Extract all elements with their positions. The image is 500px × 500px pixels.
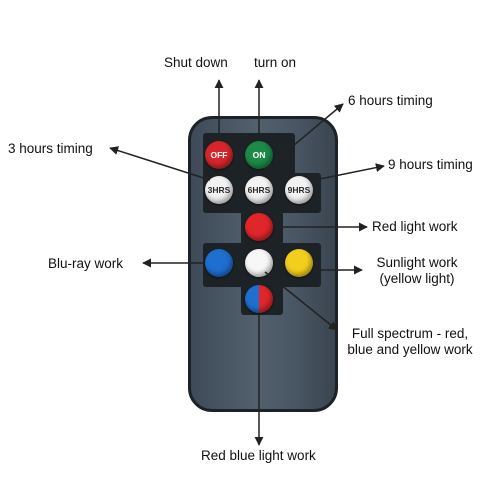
label-shut-down: Shut down bbox=[164, 55, 228, 70]
label-6-hours-timing: 6 hours timing bbox=[348, 93, 433, 108]
yellow-light-button[interactable] bbox=[285, 249, 313, 277]
label-full-spectrum: Full spectrum - red, blue and yellow wor… bbox=[330, 326, 490, 358]
arrow-3-hours bbox=[109, 146, 211, 181]
label-red-blue-light-work: Red blue light work bbox=[201, 448, 316, 463]
label-sunlight-line2: (yellow light) bbox=[379, 271, 455, 286]
red-blue-light-button[interactable] bbox=[245, 285, 273, 313]
arrow-6-hours bbox=[261, 103, 344, 173]
label-3-hours-timing: 3 hours timing bbox=[8, 141, 93, 156]
blue-light-button[interactable] bbox=[205, 249, 233, 277]
arrow-full-spectrum bbox=[264, 271, 338, 331]
label-blu-ray-work: Blu-ray work bbox=[48, 256, 124, 271]
label-turn-on: turn on bbox=[254, 55, 297, 70]
label-red-light-work: Red light work bbox=[372, 219, 458, 234]
label-9-hours-timing: 9 hours timing bbox=[388, 157, 473, 172]
label-sunlight-line1: Sunlight work bbox=[376, 255, 458, 270]
arrow-9-hours bbox=[309, 163, 385, 182]
label-sunlight-work: Sunlight work (yellow light) bbox=[367, 255, 467, 287]
label-full-spectrum-line1: Full spectrum - red, bbox=[351, 326, 469, 341]
label-full-spectrum-line2: blue and yellow work bbox=[347, 342, 473, 357]
full-spectrum-button[interactable] bbox=[245, 249, 273, 277]
red-light-button[interactable] bbox=[245, 213, 273, 241]
